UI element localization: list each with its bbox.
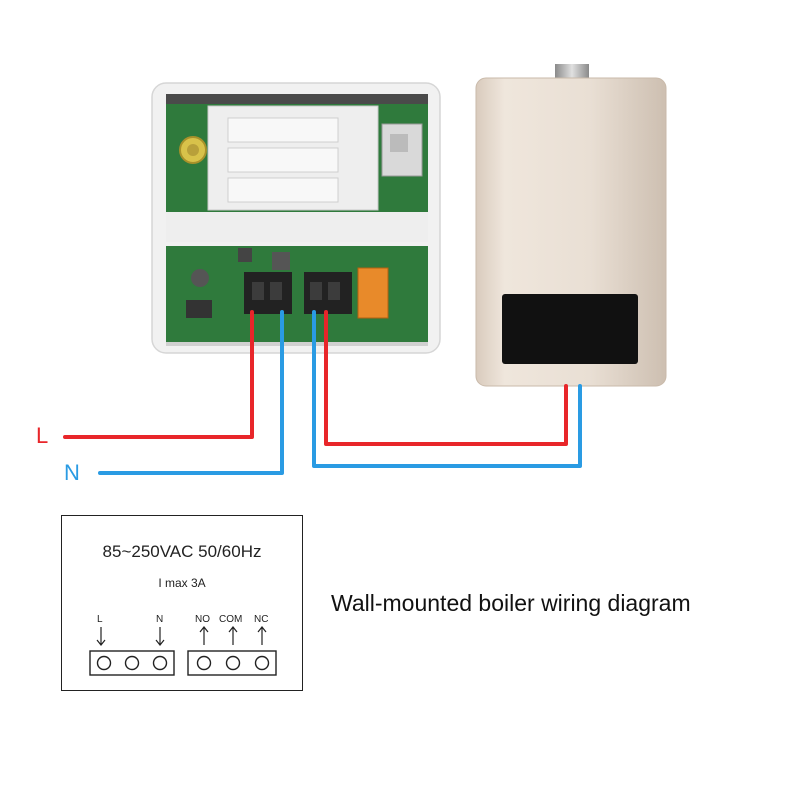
live-wire-supply (63, 310, 254, 439)
lower-pcb (166, 246, 428, 342)
live-label: L (36, 423, 49, 448)
power-terminal-block (244, 272, 292, 314)
terminal-label-l: L (97, 614, 103, 625)
boiler-display (502, 294, 638, 364)
battery-holder (166, 105, 428, 242)
terminal-label-n: N (156, 614, 164, 625)
terminal-label-com: COM (219, 614, 243, 625)
relay-terminal-strip (187, 650, 277, 676)
diagram-caption: Wall-mounted boiler wiring diagram (331, 590, 691, 616)
boiler-unit (475, 64, 667, 387)
neutral-wire-boiler (312, 310, 582, 468)
relay (357, 267, 389, 319)
terminal-label-no: NO (195, 614, 210, 625)
arrow-down-icon (96, 627, 106, 646)
spec-box: 85~250VAC 50/60Hz I max 3A (61, 515, 303, 691)
thermostat-back-unit (151, 82, 441, 354)
arrow-up-icon (199, 626, 209, 645)
arrow-up-icon (228, 626, 238, 645)
voltage-rating: 85~250VAC 50/60Hz (102, 542, 262, 561)
neutral-wire-supply (98, 310, 284, 475)
neutral-label: N (64, 460, 80, 485)
power-terminal-strip (89, 650, 175, 676)
arrow-up-icon (257, 626, 267, 645)
arrow-down-icon (155, 627, 165, 646)
terminal-label-nc: NC (254, 614, 269, 625)
live-wire-boiler (324, 310, 568, 446)
current-rating: I max 3A (158, 576, 206, 590)
